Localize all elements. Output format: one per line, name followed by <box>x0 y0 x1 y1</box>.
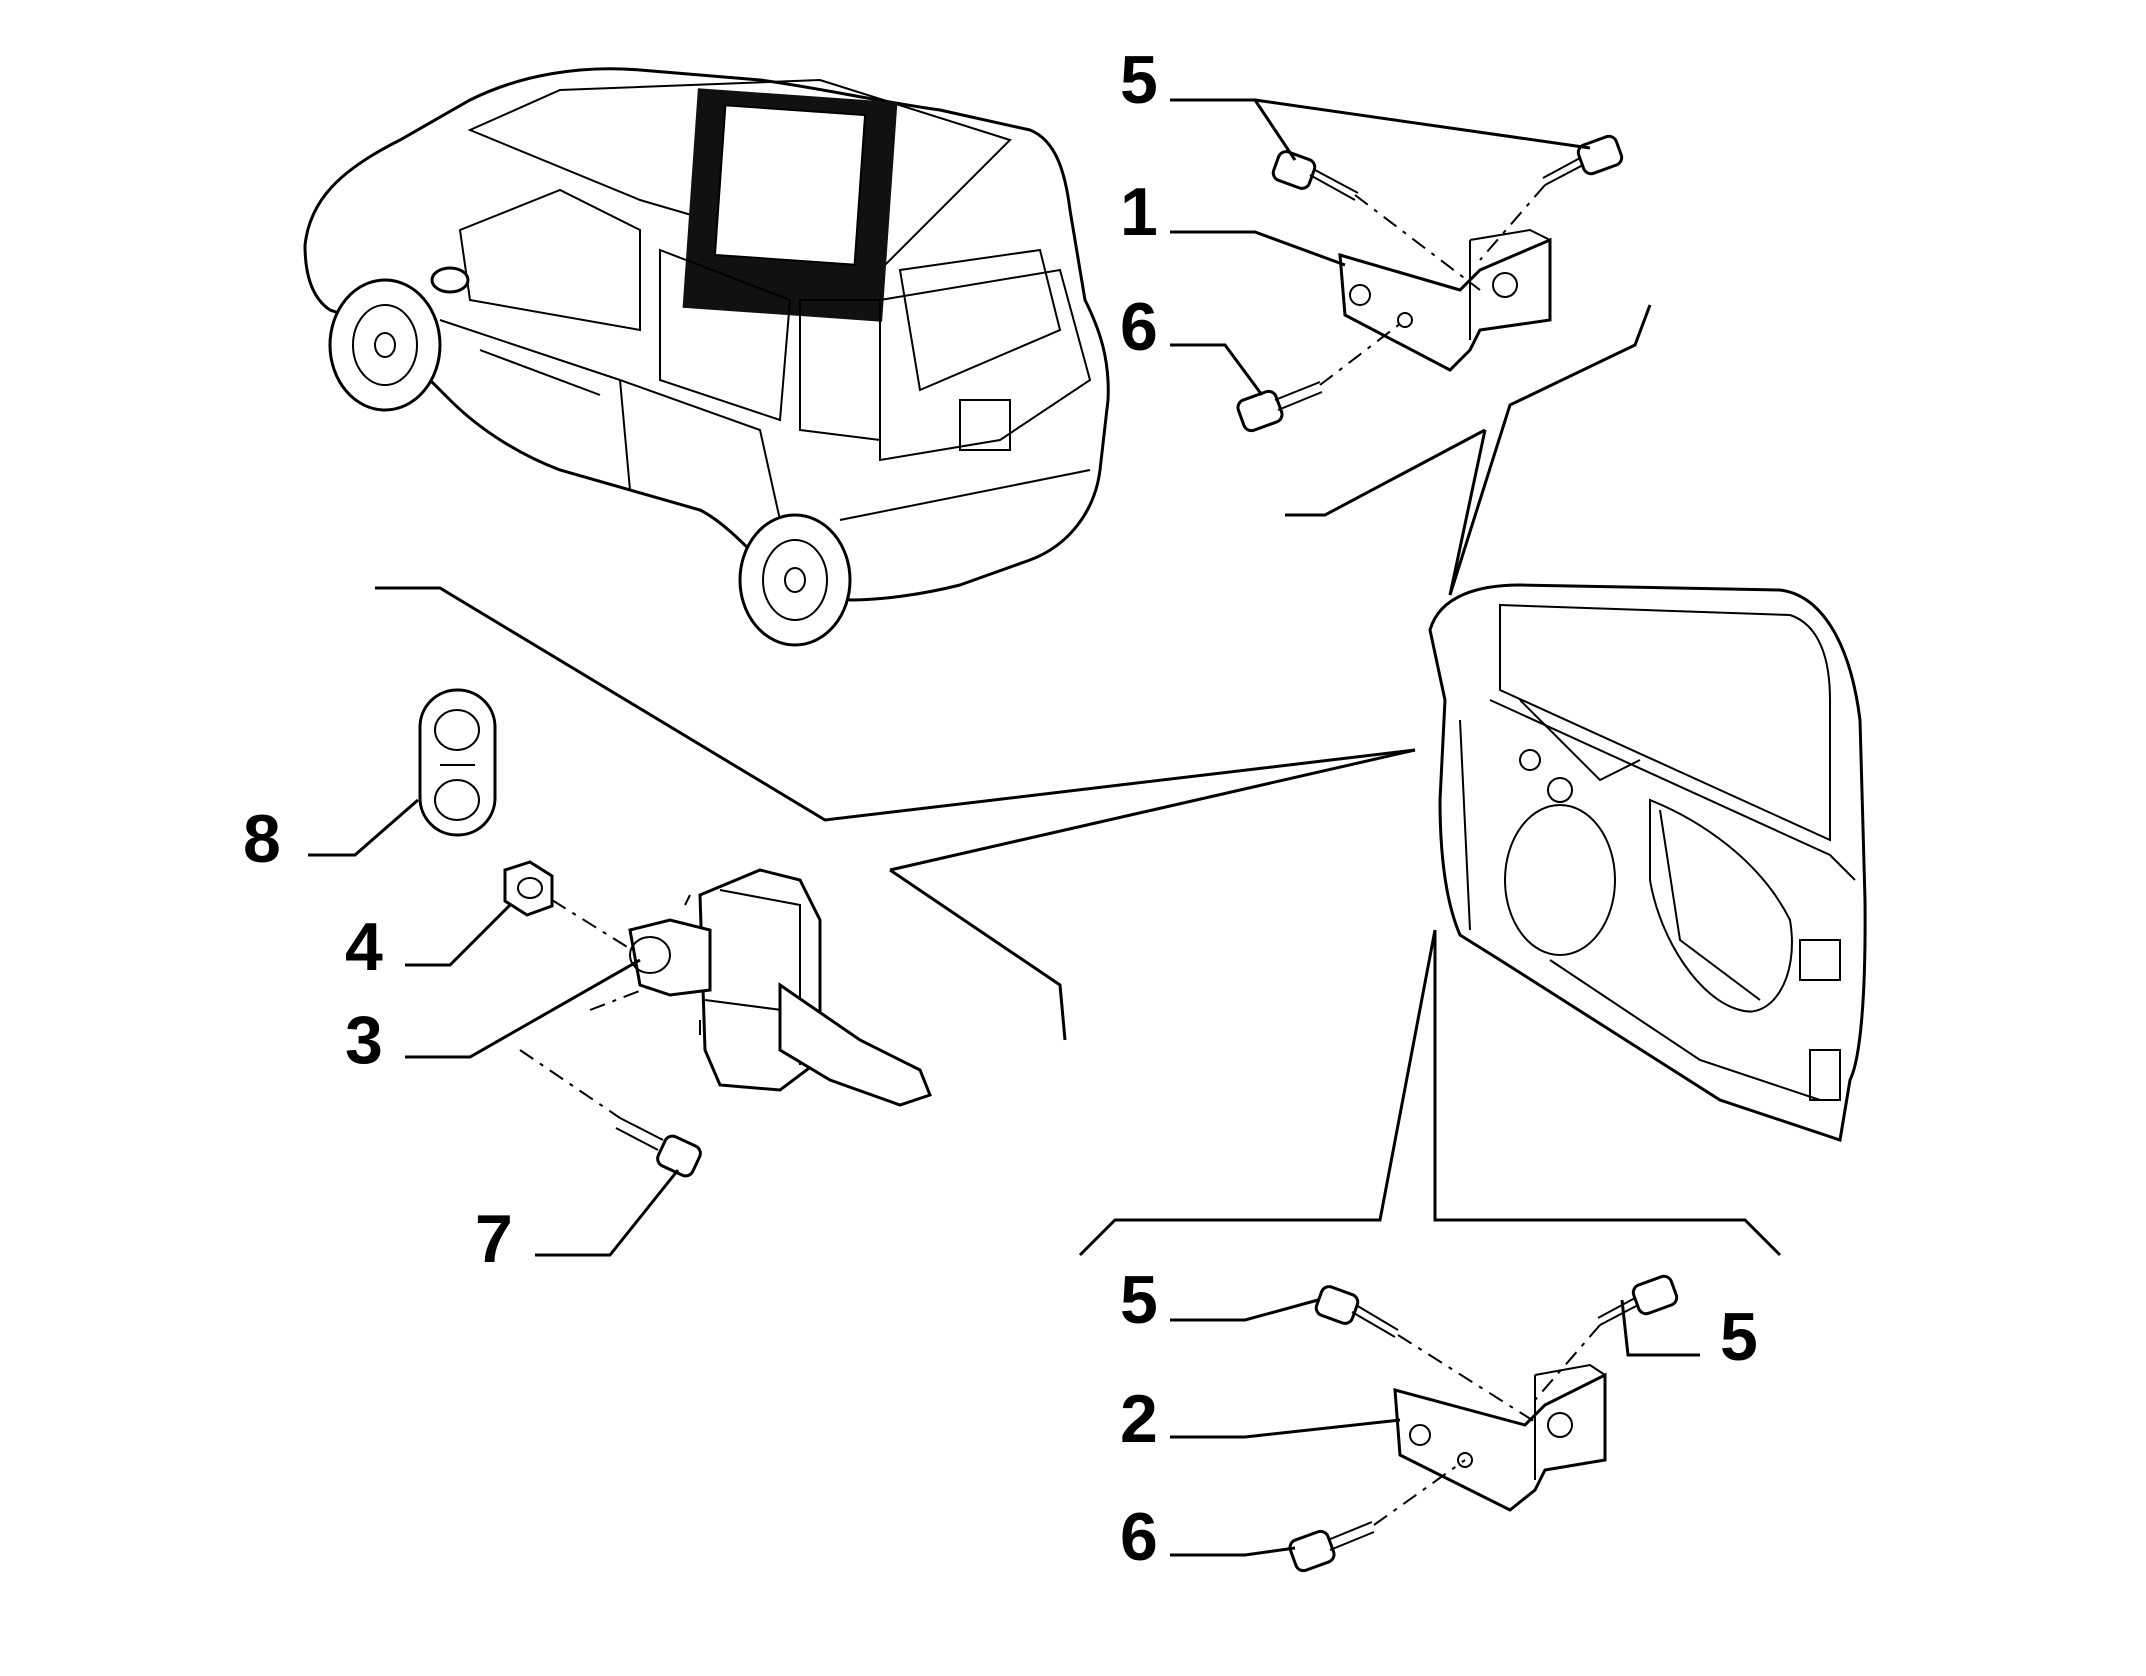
bolt-icon <box>615 1117 702 1178</box>
callout-6-bottom: 6 <box>1120 1499 1158 1575</box>
callout-3: 3 <box>345 1002 383 1078</box>
callout-7: 7 <box>475 1201 513 1277</box>
bolt-icon <box>1236 381 1323 433</box>
bolt-icon <box>1597 1274 1679 1326</box>
callout-5-bottom-right: 5 <box>1720 1299 1758 1375</box>
door-icon <box>1428 583 1867 1142</box>
upper-hinge <box>1338 228 1552 372</box>
check-strap-icon <box>628 868 932 1107</box>
bolt-icon <box>1288 1521 1375 1573</box>
callout-6-top: 6 <box>1120 289 1158 365</box>
lower-hinge <box>1393 1363 1607 1512</box>
callout-4: 4 <box>345 909 383 985</box>
callout-5-bottom-left: 5 <box>1120 1262 1158 1338</box>
car-icon <box>303 67 1110 647</box>
callout-2: 2 <box>1120 1381 1158 1457</box>
callout-1: 1 <box>1120 174 1158 250</box>
nut-icon <box>503 860 554 917</box>
bolt-icon <box>1271 150 1359 201</box>
bolt-icon <box>1314 1285 1399 1338</box>
bolt-icon <box>1542 134 1624 186</box>
callout-5-top: 5 <box>1120 42 1158 118</box>
callout-8: 8 <box>243 801 281 877</box>
grommet-icon <box>418 688 497 837</box>
